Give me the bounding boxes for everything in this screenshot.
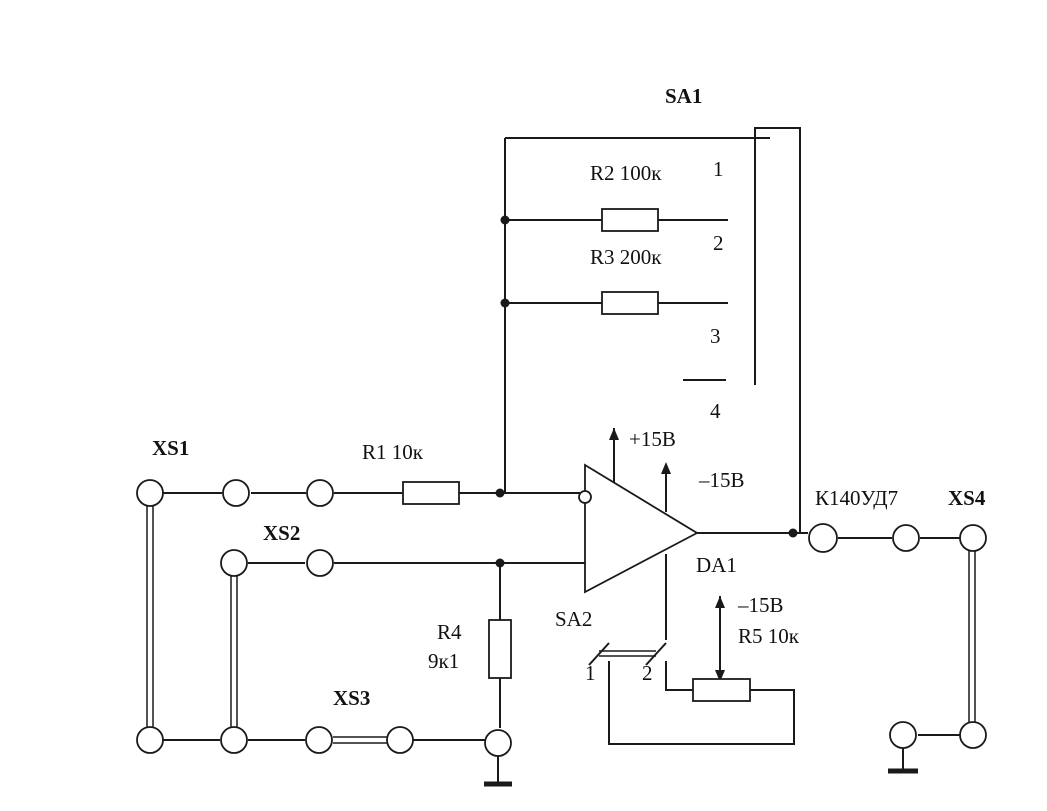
resistor-r2 xyxy=(601,208,659,232)
resistors xyxy=(402,208,751,702)
label-r2: R2 100к xyxy=(590,161,662,185)
label-r5: R5 10к xyxy=(738,624,800,648)
label-k140: К140УД7 xyxy=(815,486,898,510)
label-sa2-position-1: 1 xyxy=(585,661,596,685)
wires xyxy=(163,127,960,787)
socket xyxy=(306,479,334,507)
label-xs3: XS3 xyxy=(333,686,370,710)
label-position-2: 2 xyxy=(713,231,724,255)
junctions xyxy=(495,215,798,568)
label-r4-value: 9к1 xyxy=(428,649,459,673)
label-r4: R4 xyxy=(437,620,462,644)
socket xyxy=(222,479,250,507)
label-sa2: SA2 xyxy=(555,607,592,631)
resistor-r5 xyxy=(692,678,751,702)
junction-output xyxy=(788,528,798,538)
socket-xs3 xyxy=(305,726,333,754)
opamp-da1 xyxy=(584,463,699,594)
label-xs2: XS2 xyxy=(263,521,300,545)
label-minus15-opamp: –15B xyxy=(698,468,745,492)
socket-xs4 xyxy=(959,524,987,552)
labels: SA1 R2 100к R3 200к 1 2 3 4 XS1 R1 10к +… xyxy=(152,84,986,710)
label-xs4: XS4 xyxy=(948,486,986,510)
socket xyxy=(306,549,334,577)
junction-r3 xyxy=(500,298,510,308)
arrows xyxy=(609,428,725,682)
socket xyxy=(386,726,414,754)
inverting-input-bubble xyxy=(578,490,592,504)
junction-r4 xyxy=(495,558,505,568)
label-r3: R3 200к xyxy=(590,245,662,269)
label-xs1: XS1 xyxy=(152,436,189,460)
label-sa2-position-2: 2 xyxy=(642,661,653,685)
label-position-3: 3 xyxy=(710,324,721,348)
socket xyxy=(484,729,512,757)
label-sa1: SA1 xyxy=(665,84,702,108)
label-da1: DA1 xyxy=(696,553,737,577)
socket xyxy=(808,523,838,553)
resistor-r4 xyxy=(488,619,512,679)
socket-xs2 xyxy=(220,549,248,577)
socket xyxy=(220,726,248,754)
junction-r1 xyxy=(495,488,505,498)
socket xyxy=(892,524,920,552)
label-r1: R1 10к xyxy=(362,440,424,464)
label-position-4: 4 xyxy=(710,399,721,423)
socket xyxy=(889,721,917,749)
resistor-r3 xyxy=(601,291,659,315)
label-minus15-pot: –15B xyxy=(737,593,784,617)
socket xyxy=(136,726,164,754)
label-position-1: 1 xyxy=(713,157,724,181)
junction-r2 xyxy=(500,215,510,225)
double-conductors xyxy=(146,505,976,744)
sockets xyxy=(136,479,987,757)
label-plus15: +15B xyxy=(629,427,676,451)
socket xyxy=(959,721,987,749)
socket-xs1 xyxy=(136,479,164,507)
resistor-r1 xyxy=(402,481,460,505)
